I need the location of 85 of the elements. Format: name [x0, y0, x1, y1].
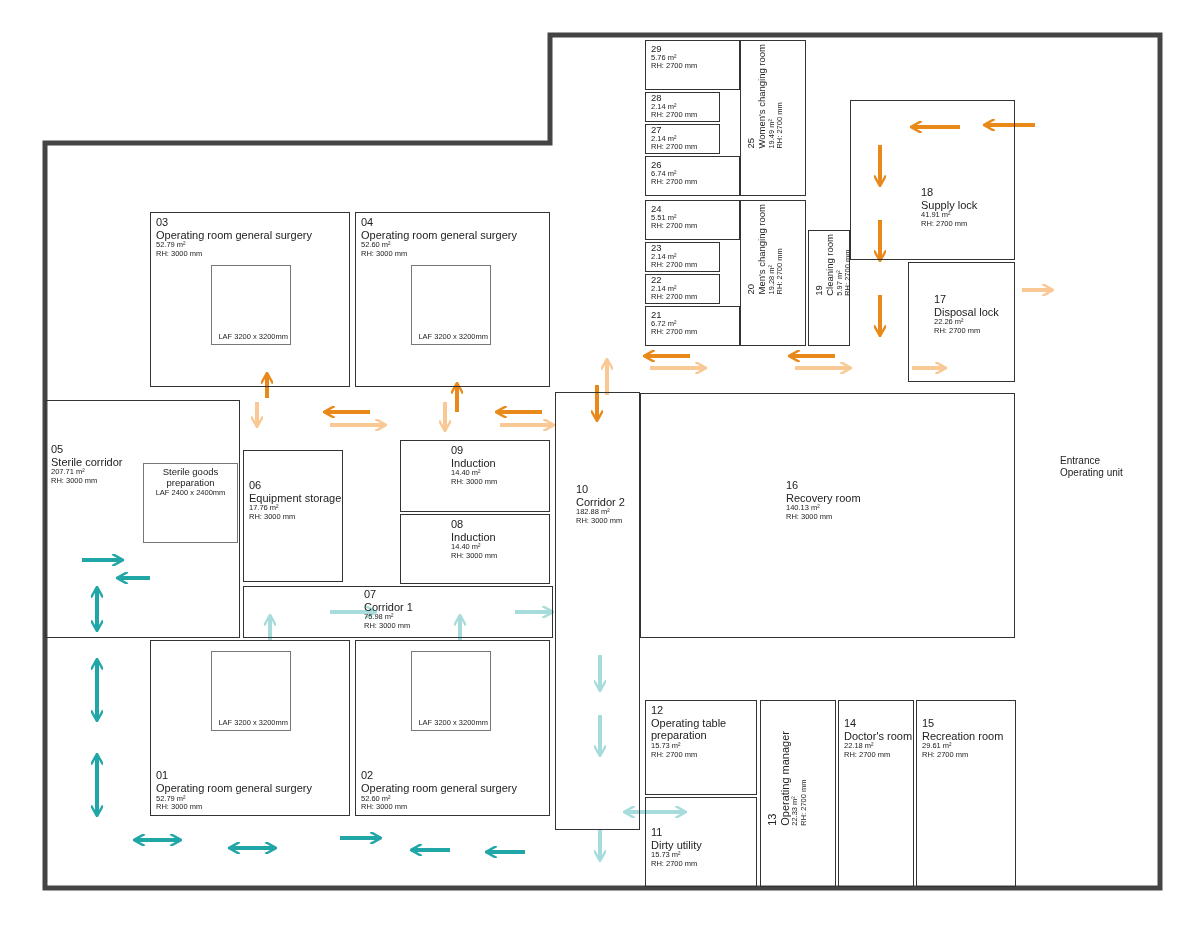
room-outline [850, 100, 1015, 260]
room-name: Induction [451, 456, 496, 469]
room-outline [645, 274, 720, 304]
zone-name: Sterile goods preparation [161, 467, 220, 489]
room-name: Induction [451, 530, 496, 543]
room-number: 23 [651, 243, 662, 253]
room-name: Cleaning room [824, 234, 836, 296]
room-number: 03 [156, 216, 169, 229]
room-name: Equipment storage [249, 491, 342, 505]
room-outline [645, 700, 757, 795]
room-name: Men's changing room [756, 204, 768, 295]
room-number: 19 [814, 285, 825, 296]
room-name: Operating room general surgery [361, 782, 517, 795]
room-number: 07 [364, 588, 377, 601]
area-label: Entrance Operating unit [1060, 455, 1124, 479]
room-number: 09 [451, 444, 464, 457]
room-number: 16 [786, 479, 799, 492]
room-name: Corridor 2 [576, 495, 625, 508]
room-name: Corridor 1 [364, 600, 413, 613]
room-outline [645, 306, 740, 346]
room-number: 17 [934, 293, 947, 306]
room-outline [150, 640, 350, 816]
room-outline [243, 586, 553, 638]
room-number: 10 [576, 483, 589, 496]
room-number: 14 [844, 717, 857, 730]
room-number: 27 [651, 125, 662, 135]
room-number: 24 [651, 204, 662, 214]
preparation-zone [143, 463, 238, 543]
room-outline [740, 40, 806, 196]
room-number: 20 [746, 283, 757, 295]
room-name: Dirty utility [651, 838, 702, 852]
room-outline [645, 242, 720, 272]
room-name: Operating room general surgery [156, 782, 312, 795]
room-outline [645, 124, 720, 154]
room-name: Sterile corridor [51, 455, 123, 468]
laf-zone [211, 651, 291, 731]
room-number: 02 [361, 769, 374, 783]
room-number: 25 [746, 138, 757, 149]
room-outline [645, 156, 740, 196]
laf-zone [411, 651, 491, 731]
room-outline [838, 700, 914, 887]
room-outline [808, 230, 850, 346]
room-outline [645, 40, 740, 90]
room-outline [640, 393, 1015, 638]
room-number: 06 [249, 479, 262, 492]
room-number: 13 [766, 813, 779, 826]
room-number: 29 [651, 44, 662, 54]
room-name: Doctor's room [844, 729, 913, 742]
room-outline [555, 392, 640, 830]
room-number: 04 [361, 216, 374, 229]
room-name: Recreation room [922, 729, 1004, 742]
room-outline [243, 450, 343, 582]
laf-zone [211, 265, 291, 345]
room-outline [916, 700, 1016, 887]
room-number: 05 [51, 443, 64, 456]
room-outline [908, 262, 1015, 382]
room-outline [740, 200, 806, 346]
laf-zone [411, 265, 491, 345]
room-outline [400, 440, 550, 512]
room-name: Supply lock [921, 198, 978, 212]
room-number: 08 [451, 518, 464, 531]
room-number: 26 [651, 160, 662, 170]
room-number: 01 [156, 769, 169, 783]
room-outline [645, 92, 720, 122]
room-number: 18 [921, 186, 934, 199]
room-name: Disposal lock [934, 305, 999, 319]
room-number: 22 [651, 275, 662, 285]
room-outline [760, 700, 836, 887]
room-outline [45, 400, 240, 638]
room-name: Recovery room [786, 491, 861, 505]
room-number: 28 [651, 93, 662, 103]
room-outline [150, 212, 350, 387]
room-number: 15 [922, 717, 935, 730]
room-outline [645, 200, 740, 240]
room-outline [645, 797, 757, 887]
room-name: Operating table preparation [651, 716, 728, 742]
room-name: Operating room general surgery [156, 228, 312, 242]
room-outline [355, 212, 550, 387]
room-number: 12 [651, 704, 664, 717]
room-outline [355, 640, 550, 816]
room-name: Operating room general surgery [361, 228, 517, 242]
room-name: Women's changing room [756, 44, 768, 149]
room-number: 11 [651, 826, 663, 839]
room-number: 21 [651, 310, 662, 320]
room-outline [400, 514, 550, 584]
